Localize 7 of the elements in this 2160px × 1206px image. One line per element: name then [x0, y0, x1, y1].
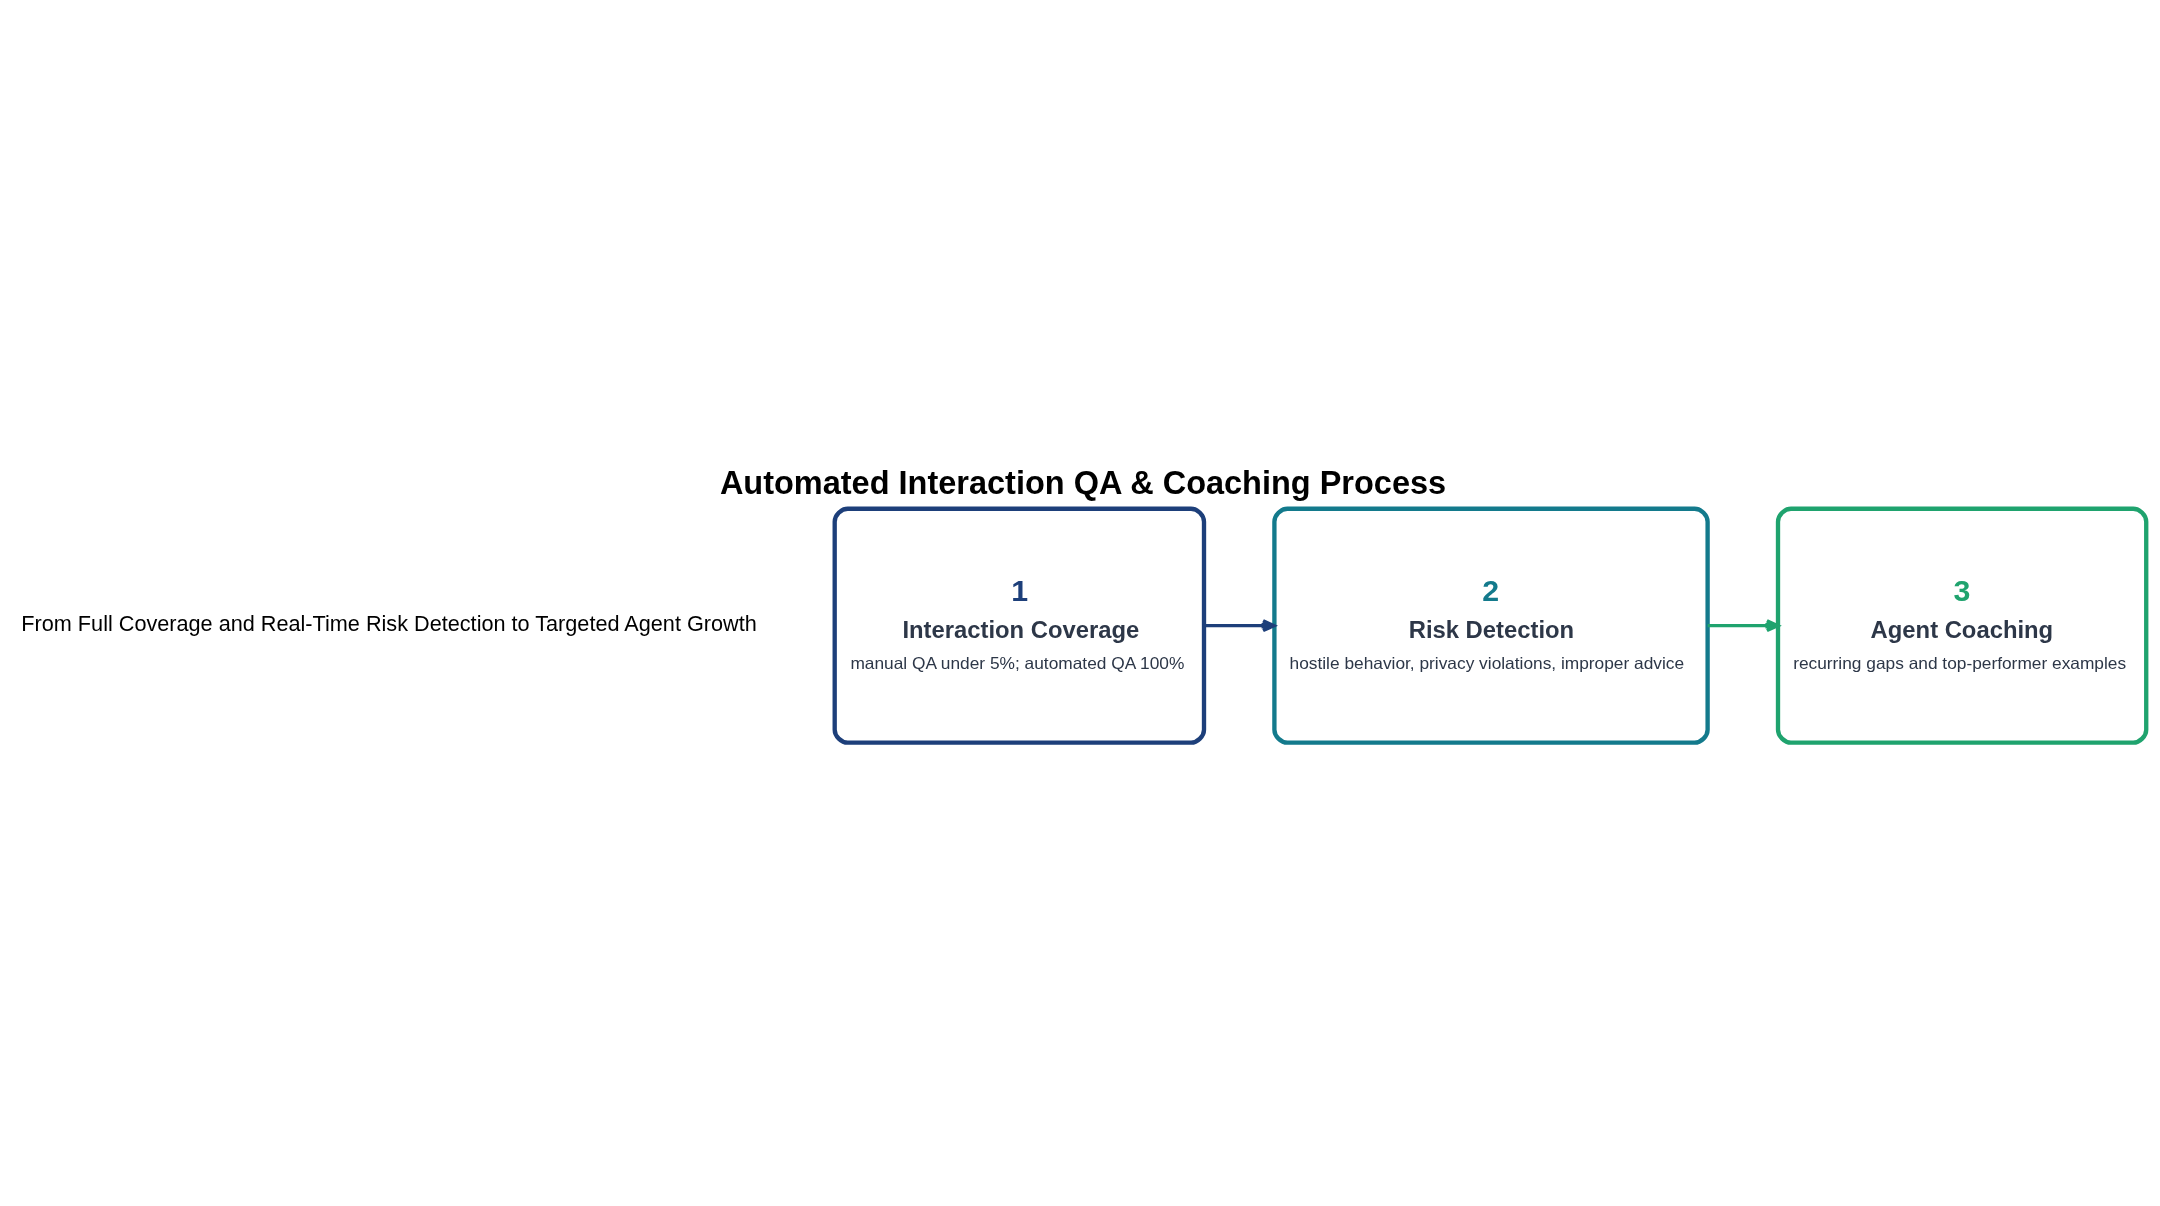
arrow	[1204, 618, 1276, 632]
label: From Full Coverage and Real-Time Risk Detection to Targeted Agent Growth	[21, 610, 757, 636]
node-box: 1 Interaction Coverage manual QA under 5%; automated QA 100%	[832, 506, 1207, 745]
node-box: 3 Agent Coaching recurring gaps and top-performer examples	[1775, 506, 2149, 745]
arrow	[1707, 618, 1780, 632]
diagram-title: Automated Interaction QA & Coaching Process	[719, 464, 1447, 501]
node-box: 2 Risk Detection hostile behavior, privacy violations, improper advice	[1272, 506, 1710, 745]
